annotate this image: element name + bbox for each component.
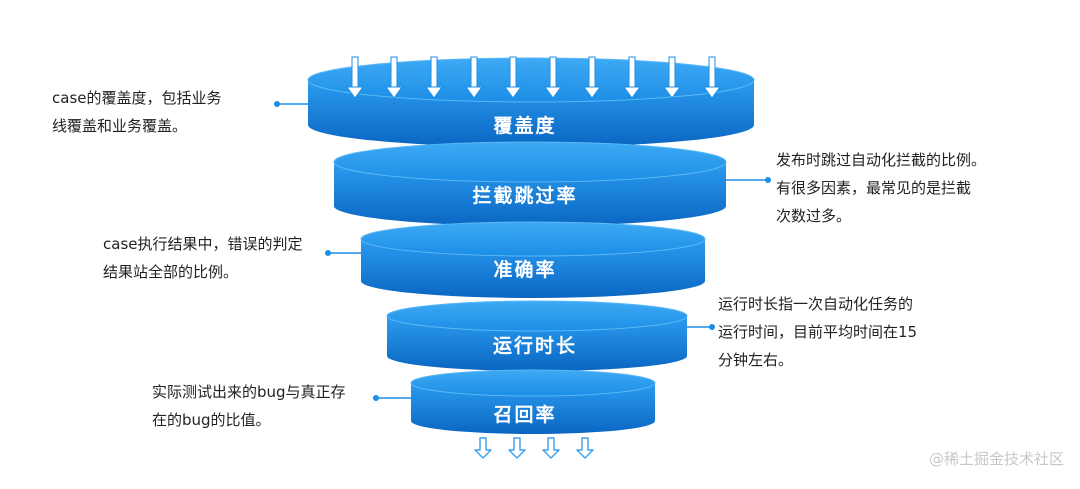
down-arrow-icon: [465, 56, 483, 99]
connector-dot-recall: [373, 395, 379, 401]
coverage-desc-line-1: case的覆盖度，包括业务: [52, 89, 222, 107]
disk-side-recall: [411, 383, 655, 434]
disk-top-recall: [410, 369, 656, 397]
skip-rate-description: 发布时跳过自动化拦截的比例。 有很多因素，最常见的是拦截 次数过多。: [776, 146, 986, 230]
down-arrow-icon: [385, 56, 403, 99]
accuracy-description: case执行结果中，错误的判定 结果站全部的比例。: [103, 230, 302, 286]
disk-accuracy: [360, 221, 706, 298]
connector-dot-accuracy: [325, 250, 331, 256]
disk-recall: [410, 369, 656, 434]
runtime-desc-line-2: 运行时间，目前平均时间在15: [718, 323, 918, 341]
skip-desc-line-1: 发布时跳过自动化拦截的比例。: [776, 151, 987, 169]
disk-skip-rate: [333, 141, 727, 226]
down-arrow-icon: [663, 56, 681, 99]
skip-desc-line-3: 次数过多。: [776, 207, 852, 225]
layer-accuracy-title: 准确率: [493, 259, 557, 281]
recall-description: 实际测试出来的bug与真正存 在的bug的比值。: [152, 378, 346, 434]
down-arrow-outline-icon: [474, 437, 492, 459]
down-arrow-icon: [703, 56, 721, 99]
recall-desc-line-1: 实际测试出来的bug与真正存: [152, 383, 346, 401]
layer-skip-rate-title: 拦截跳过率: [472, 185, 578, 207]
down-arrow-icon: [504, 56, 522, 99]
accuracy-desc-line-2: 结果站全部的比例。: [103, 263, 239, 281]
connector-dot-runtime: [709, 324, 715, 330]
down-arrow-outline-icon: [508, 437, 526, 459]
down-arrow-icon: [544, 56, 562, 99]
layer-recall-title: 召回率: [493, 404, 557, 426]
accuracy-desc-line-1: case执行结果中，错误的判定: [103, 235, 303, 253]
layer-runtime-title: 运行时长: [492, 335, 577, 357]
disk-coverage: [307, 57, 755, 147]
runtime-description: 运行时长指一次自动化任务的 运行时间，目前平均时间在15 分钟左右。: [718, 290, 917, 374]
skip-desc-line-2: 有很多因素，最常见的是拦截: [776, 179, 972, 197]
disk-top-coverage: [307, 57, 755, 103]
down-arrow-outline-icon: [542, 437, 560, 459]
connector-dot-coverage: [274, 101, 280, 107]
disk-side-skip-rate: [334, 162, 726, 226]
runtime-desc-line-3: 分钟左右。: [718, 351, 794, 369]
watermark: @稀土掘金技术社区: [928, 450, 1064, 468]
disk-top-skip-rate: [333, 141, 727, 183]
down-arrow-icon: [583, 56, 601, 99]
connector-dot-skip-rate: [765, 177, 771, 183]
down-arrow-icon: [346, 56, 364, 99]
disk-runtime: [386, 300, 688, 371]
disk-side-coverage: [308, 80, 754, 147]
layer-coverage-title: 覆盖度: [493, 115, 557, 137]
disk-top-runtime: [386, 300, 688, 332]
runtime-desc-line-1: 运行时长指一次自动化任务的: [718, 295, 914, 313]
disk-side-runtime: [387, 316, 687, 371]
recall-desc-line-2: 在的bug的比值。: [152, 411, 271, 429]
disk-top-accuracy: [360, 221, 706, 257]
down-arrow-outline-icon: [576, 437, 594, 459]
coverage-description: case的覆盖度，包括业务 线覆盖和业务覆盖。: [52, 84, 221, 140]
down-arrow-icon: [623, 56, 641, 99]
down-arrow-icon: [425, 56, 443, 99]
coverage-desc-line-2: 线覆盖和业务覆盖。: [52, 117, 188, 135]
